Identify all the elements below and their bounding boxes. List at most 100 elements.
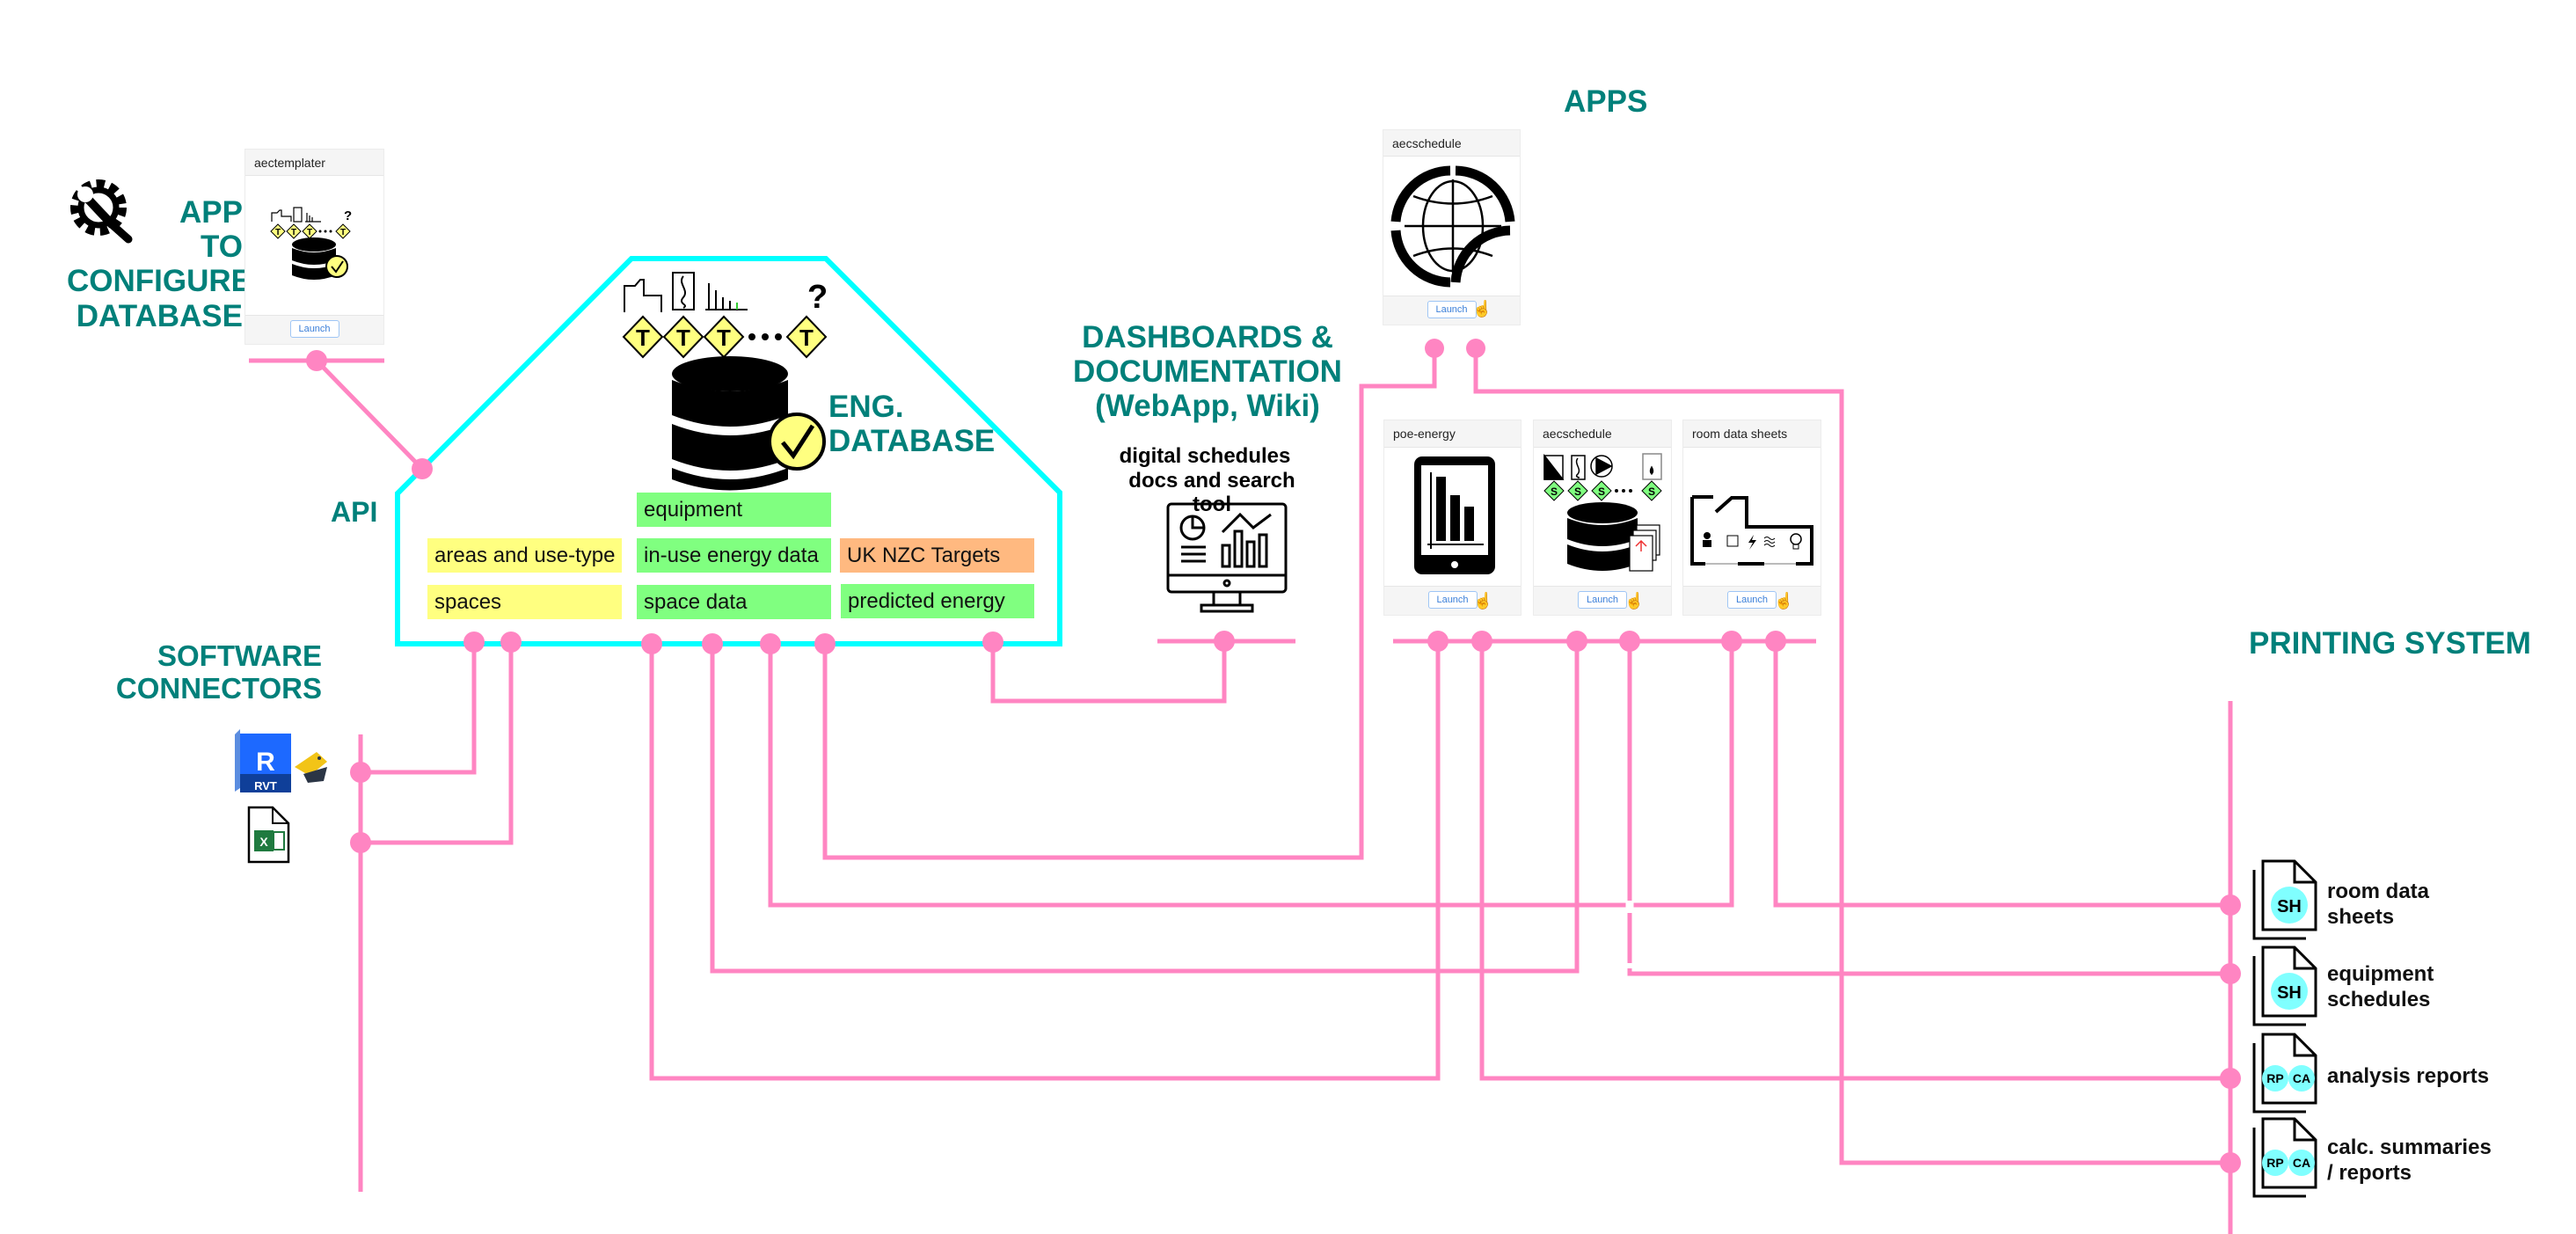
app-card-poe-energy: poe-energy Launch ☝	[1383, 420, 1522, 616]
click-cursor-icon: ☝	[1473, 592, 1493, 610]
node	[350, 762, 371, 783]
heading-line: DATABASE	[76, 298, 243, 333]
wire-db-aecschedule	[710, 641, 1580, 974]
app-card-aecschedule: aecschedule S S S S	[1533, 420, 1672, 616]
launch-button[interactable]: Launch	[1726, 591, 1777, 609]
node	[463, 632, 485, 653]
output-badge	[2271, 887, 2308, 924]
python-connector-icon	[295, 752, 327, 783]
gear-wrench-icon	[70, 179, 133, 244]
svg-text:S: S	[1648, 486, 1655, 498]
wire-db-aecschedule-web	[822, 348, 1437, 860]
output-label-analysis-reports: analysis reports	[2327, 1064, 2489, 1090]
svg-text:T: T	[307, 228, 312, 237]
wire-aectemplater-api	[315, 359, 424, 471]
node	[1765, 631, 1786, 652]
card-title: room data sheets	[1683, 420, 1821, 448]
card-image	[1383, 157, 1520, 297]
node	[702, 633, 723, 654]
app-card-room-data-sheets: room data sheets Launch ☝	[1682, 420, 1821, 616]
template-badge: T	[785, 315, 828, 359]
card-footer: Launch	[245, 315, 383, 344]
heading-line: (WebApp, Wiki)	[1095, 389, 1320, 424]
launch-button[interactable]: Launch	[1577, 591, 1628, 609]
template-badges: T T T T	[622, 315, 828, 359]
wire-revit-db	[361, 644, 477, 775]
card-image	[1384, 448, 1521, 588]
wire-excel-db	[361, 644, 514, 845]
tag-equipment: equipment	[637, 493, 831, 527]
node-api	[412, 458, 433, 479]
label-line: analysis reports	[2327, 1064, 2490, 1088]
heading-line: ENG.	[828, 390, 904, 424]
api-label: API	[331, 496, 378, 528]
svg-text:T: T	[340, 228, 346, 237]
label-line: equipment	[2327, 962, 2434, 986]
card-image: S S S S	[1534, 448, 1671, 588]
launch-button[interactable]: Launch	[1427, 591, 1478, 609]
database-icon: ? T T T T	[622, 272, 828, 491]
unknown-template-glyph: ?	[807, 279, 828, 316]
excel-file-icon: X	[247, 806, 290, 864]
app-card-aectemplater: aectemplater ? T T T T	[244, 149, 384, 345]
svg-text:X: X	[259, 835, 268, 849]
node	[500, 632, 522, 653]
tablet-bar-chart-icon	[1414, 456, 1495, 574]
wire-db-room-data	[768, 641, 1734, 908]
wire-room-data-print	[1773, 641, 2237, 908]
output-badge-label: SH	[2277, 983, 2302, 1003]
card-footer: Launch ☝	[1383, 296, 1520, 325]
node	[1425, 339, 1444, 358]
wire-poe-energy-print	[1479, 641, 2237, 1081]
tag-spaces: spaces	[427, 585, 622, 619]
svg-text:S: S	[1598, 486, 1605, 498]
click-cursor-icon: ☝	[1774, 592, 1794, 610]
wire-nodes	[306, 339, 2241, 1173]
node	[2220, 1068, 2241, 1089]
heading-line: APP TO	[179, 195, 243, 265]
node	[1721, 631, 1742, 652]
heading-line: DOCUMENTATION	[1073, 354, 1342, 390]
node	[306, 350, 327, 371]
printing-system-heading: PRINTING SYSTEM	[2249, 626, 2531, 661]
output-badge	[2271, 973, 2308, 1010]
dashboards-subtitle: digital schedules docs and search tool	[1106, 444, 1317, 517]
svg-text:S: S	[1574, 486, 1581, 498]
tag-space-data: space data	[637, 585, 831, 619]
output-badge	[2262, 1065, 2288, 1092]
node	[1466, 339, 1485, 358]
check-badge	[768, 413, 826, 471]
label-line: / reports	[2327, 1160, 2412, 1185]
svg-text:T: T	[717, 325, 731, 351]
launch-button[interactable]: Launch	[289, 320, 339, 338]
eng-database-heading: ENG. DATABASE	[828, 390, 995, 458]
node	[2220, 963, 2241, 984]
output-label-calc-summaries: calc. summaries / reports	[2327, 1135, 2492, 1187]
output-badge-label: RP	[2266, 1156, 2283, 1170]
svg-text:R: R	[256, 748, 275, 777]
output-label-room-data-sheets: room data sheets	[2327, 880, 2429, 931]
card-image	[1683, 448, 1821, 588]
node	[1566, 631, 1587, 652]
output-badge-label: SH	[2277, 897, 2302, 916]
click-cursor-icon: ☝	[1472, 300, 1492, 318]
card-image: ? T T T T	[245, 176, 383, 317]
wire-aecschedule-web-print	[1473, 348, 2237, 1165]
node	[1619, 631, 1640, 652]
heading-line: CONFIGURE	[67, 264, 252, 299]
subtitle-line: docs and search tool	[1128, 468, 1295, 517]
node	[350, 832, 371, 853]
heading-line: SOFTWARE	[157, 639, 322, 672]
label-line: sheets	[2327, 904, 2395, 929]
node	[814, 633, 836, 654]
node	[2220, 894, 2241, 916]
launch-button[interactable]: Launch	[1427, 301, 1477, 318]
label-line: schedules	[2327, 987, 2431, 1011]
database-outline	[395, 256, 1062, 646]
template-badge: T	[622, 315, 664, 359]
card-title: aecschedule	[1534, 420, 1671, 448]
node	[1214, 631, 1235, 652]
